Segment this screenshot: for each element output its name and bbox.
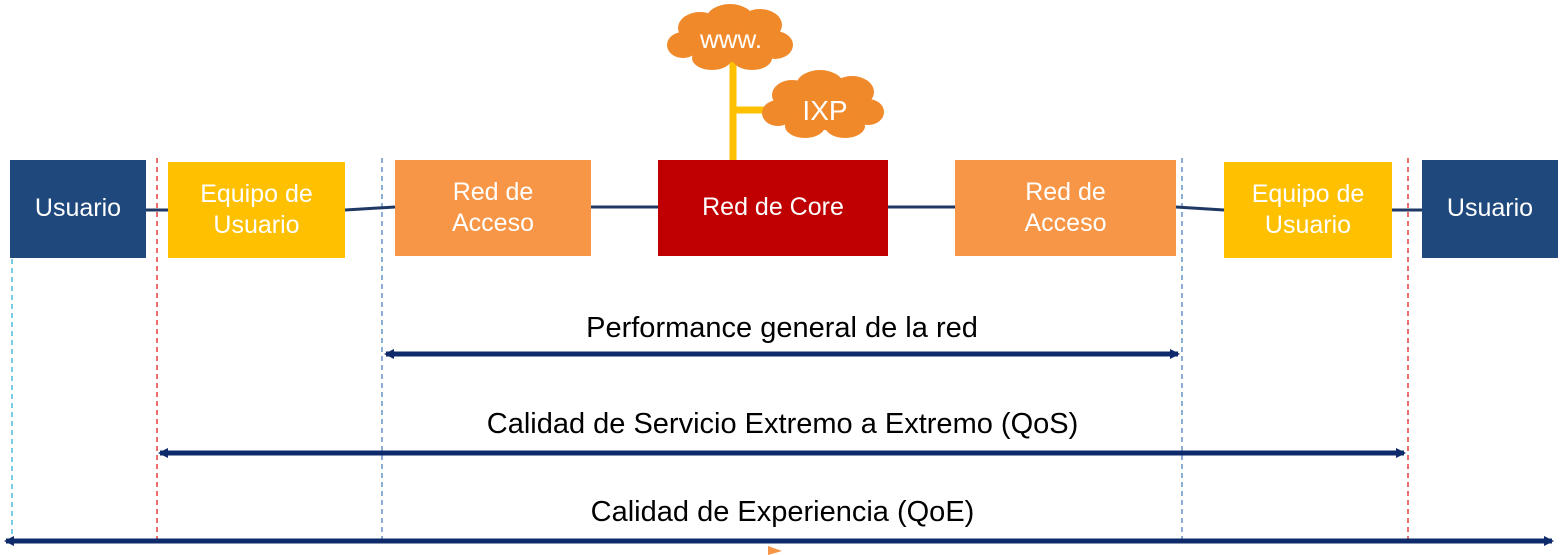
qoe-label: Calidad de Experiencia (QoE) bbox=[590, 496, 975, 528]
qos-label: Calidad de Servicio Extremo a Extremo (Q… bbox=[486, 408, 1079, 440]
user-left-node: Usuario bbox=[10, 160, 146, 258]
user-right-node: Usuario bbox=[1422, 160, 1558, 258]
orange-mark bbox=[768, 546, 782, 555]
user-left-label: Usuario bbox=[34, 194, 122, 223]
access-right-node: Red de Acceso bbox=[955, 160, 1176, 256]
access-right-label-line2: Acceso bbox=[1024, 209, 1107, 237]
cpe-right-label-line1: Equipo de bbox=[1251, 179, 1365, 208]
cpe-right-node: Equipo de Usuario bbox=[1224, 162, 1392, 258]
cpe-left-label-line2: Usuario bbox=[213, 211, 300, 239]
www-cloud-icon bbox=[667, 4, 793, 70]
cpe-left-label-line1: Equipo de bbox=[200, 179, 313, 208]
access-left-label-line2: Acceso bbox=[452, 209, 534, 237]
core-label: Red de Core bbox=[702, 193, 844, 222]
connector-access-cpe-right bbox=[1175, 205, 1225, 212]
cpe-right-label-line2: Usuario bbox=[1264, 211, 1352, 239]
core-node: Red de Core bbox=[658, 160, 888, 256]
access-right-label-line1: Red de bbox=[1025, 177, 1106, 206]
network-performance-label: Performance general de la red bbox=[586, 312, 978, 344]
www-cloud-label: www. bbox=[699, 24, 762, 54]
access-left-node: Red de Acceso bbox=[395, 160, 591, 256]
connector-cpe-access-left bbox=[344, 205, 396, 212]
user-right-label: Usuario bbox=[1446, 194, 1534, 223]
ixp-cloud-icon bbox=[762, 70, 884, 138]
access-left-label-line1: Red de bbox=[452, 177, 534, 206]
cpe-left-node: Equipo de Usuario bbox=[168, 162, 345, 258]
ixp-cloud-label: IXP bbox=[802, 95, 847, 126]
